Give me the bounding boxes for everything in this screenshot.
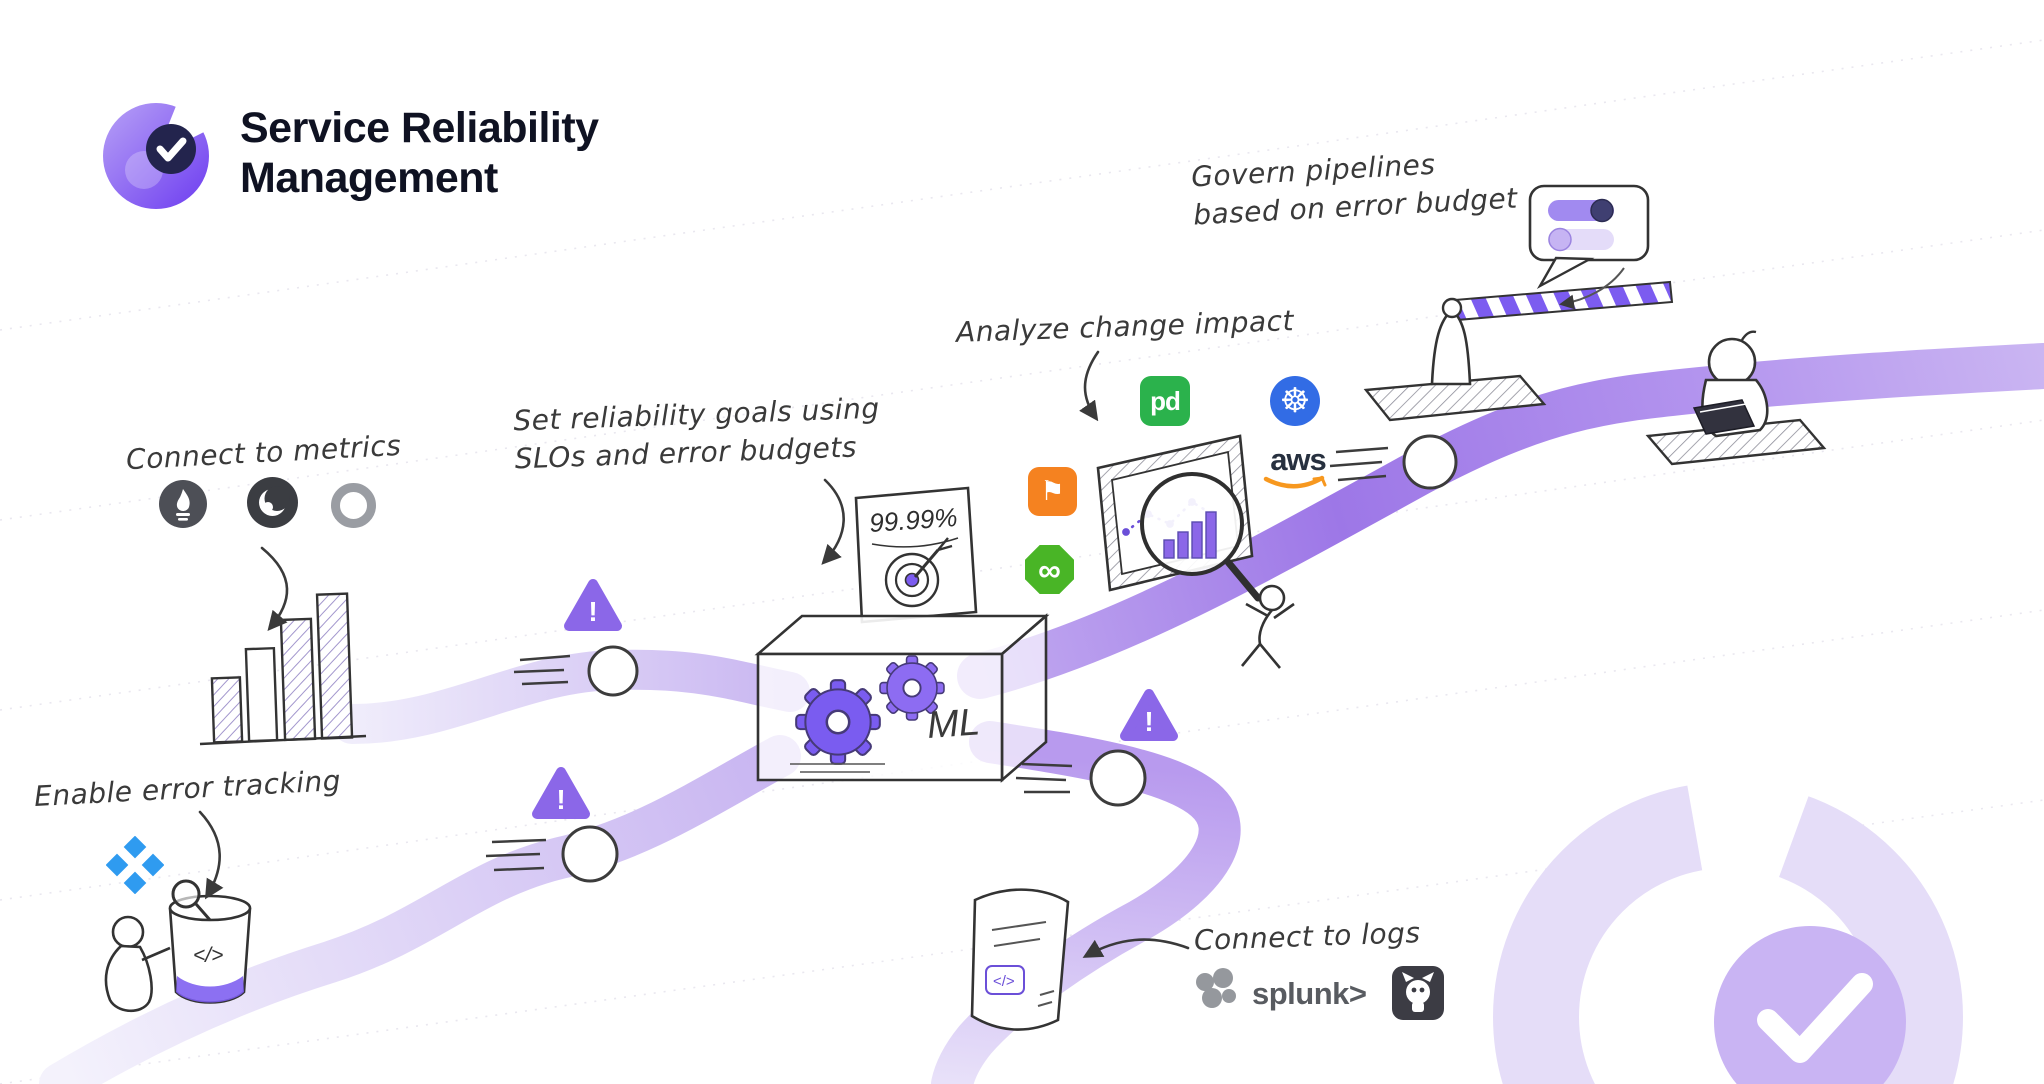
node-lower-right [1015,749,1147,807]
gitops-infinity-icon: ∞ [1025,545,1074,594]
arrow-slo [821,478,845,565]
change-impact-magnifier [1096,434,1295,669]
aws-smile-icon [1263,475,1327,489]
pagerduty-icon: pd [1140,376,1190,426]
metrics-vendor-ring-icon [331,483,376,528]
svg-text:!: ! [556,784,565,815]
ml-engine-box: ML [754,613,1050,783]
error-tracking-sketch: </> [104,879,252,1013]
node-upper-left [513,645,639,697]
pipeline-lane-main-diagonal [957,343,2044,699]
error-tracking-vendor-icon [106,836,164,894]
svg-text:!: ! [1144,706,1153,737]
svg-text:99.99%: 99.99% [868,502,958,538]
svg-text:</>: </> [993,973,1015,990]
warning-triangle-icon: ! [532,767,590,819]
arrow-metrics [260,546,289,631]
toggle-off [1548,227,1614,252]
pipeline-lane-upper-left [332,649,810,744]
arrow-error-tracking [198,810,224,900]
datadog-icon [1392,966,1444,1020]
splunk-logo: splunk> [1252,976,1367,1011]
pipeline-nodes [485,434,1458,883]
annotation-arrows [198,350,1190,958]
warning-triangle-icon: ! [564,579,622,631]
aws-logo: aws [1262,444,1334,491]
annotation-slo: Set reliability goals using SLOs and err… [513,390,882,478]
svg-text:</>: </> [193,944,223,967]
gear-icon [794,678,882,766]
logs-document-sketch: </> [970,888,1070,1031]
svg-text:!: ! [588,596,597,627]
feature-flag-icon: ⚑ [1028,467,1077,516]
watermark-gauge [1493,761,1963,1084]
node-lower-left [485,825,619,883]
toggle-speech-bubble [1528,184,1650,310]
developer-on-platform-sketch [1645,330,1827,466]
pushing-figure-sketch [1240,584,1295,669]
metrics-vendor-swirl-icon [247,477,298,528]
toggle-on [1548,198,1614,223]
elastic-icon [1190,966,1240,1016]
prometheus-icon [159,480,207,528]
kubernetes-icon: ☸ [1270,376,1320,426]
warning-triangle-icon: ! [1120,689,1178,741]
page-title-line2: Management [240,153,498,202]
slo-target-paper: 99.99% [854,486,978,624]
srm-logo [100,100,212,212]
metrics-bar-chart-sketch [199,592,367,746]
warning-markers: ! ! ! [532,579,1178,819]
arrow-change-impact [1079,350,1100,422]
svg-text:ML: ML [926,701,982,747]
node-main-diagonal [1329,434,1458,490]
aws-logo-text: aws [1270,442,1327,477]
pipeline-lane-lower-left [39,735,801,1084]
page-title: Service Reliability Management [240,104,599,204]
page-title-line1: Service Reliability [240,104,599,152]
annotation-connect-logs: Connect to logs [1193,916,1421,957]
arrow-logs [1082,938,1190,958]
